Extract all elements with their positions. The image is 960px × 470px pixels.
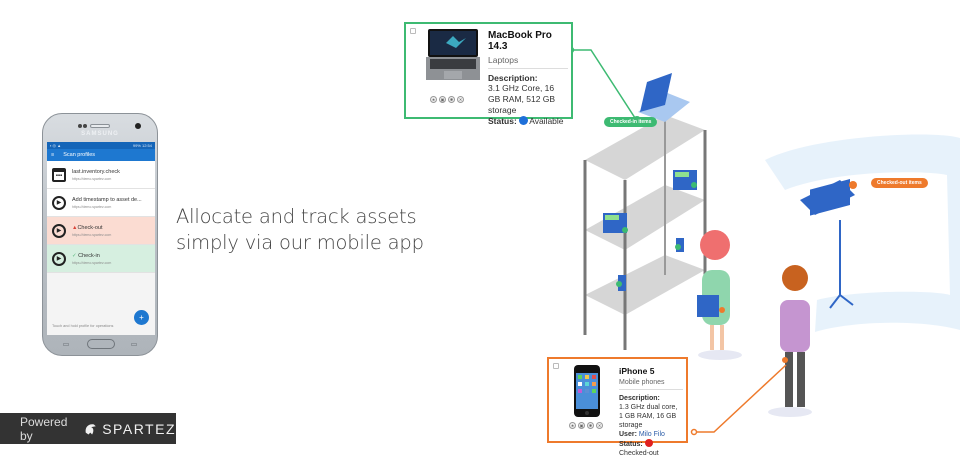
front-camera xyxy=(135,123,141,129)
status-time: 12:54 xyxy=(141,143,152,148)
close-icon[interactable]: ✕ xyxy=(596,422,603,429)
man-figure xyxy=(768,265,812,417)
profile-item-checkout[interactable]: ▶ ▲Check-out https://demo.spartez.com xyxy=(47,217,155,245)
status-right: 99% 12:54 xyxy=(132,143,152,148)
profile-item[interactable]: ▶ Add timestamp to asset de... https://d… xyxy=(47,189,155,217)
shelf-unit xyxy=(583,115,707,350)
tracking-ring xyxy=(765,134,960,332)
status-value: Checked-out xyxy=(619,450,659,457)
phone-screen: ▪ ◎ ▲ 99% 12:54 ≡ Scan profiles ▪▪▪ last… xyxy=(47,142,155,335)
card-actions: ★ ▣ ✱ ✕ xyxy=(569,422,603,429)
asset-description: 1.3 GHz dual core, 1 GB RAM, 16 GB stora… xyxy=(619,404,678,429)
user-row: User: Milo Filo xyxy=(619,430,683,439)
home-button xyxy=(87,339,115,349)
powered-by-badge[interactable]: Powered by SPARTEZ xyxy=(0,413,176,444)
camera-figure xyxy=(673,170,697,190)
status-label: Status: xyxy=(488,116,517,126)
phone-mockup: SAMSUNG ▪ ◎ ▲ 99% 12:54 ≡ Scan profiles … xyxy=(42,113,158,356)
select-checkbox[interactable] xyxy=(410,28,416,34)
phone-thumbnail xyxy=(574,365,600,417)
profile-url: https://demo.spartez.com xyxy=(72,176,112,181)
asset-description: 3.1 GHz Core, 16 GB RAM, 512 GB storage xyxy=(488,83,556,115)
gear-icon[interactable]: ✱ xyxy=(448,96,455,103)
close-icon[interactable]: ✕ xyxy=(457,96,464,103)
profile-item-checkin[interactable]: ▶ ✓ Check-in https://demo.spartez.com xyxy=(47,245,155,273)
select-checkbox[interactable] xyxy=(553,363,559,369)
profile-title: Check-in xyxy=(78,252,100,259)
checked-in-tag: Checked-in items xyxy=(604,117,658,127)
headline-line-2: simply via our mobile app xyxy=(176,231,424,254)
phone-speaker xyxy=(90,124,110,128)
profile-title: Add timestamp to asset de... xyxy=(72,196,142,203)
description-label: Description: xyxy=(619,395,660,402)
play-icon: ▶ xyxy=(52,223,66,238)
user-link[interactable]: Milo Filo xyxy=(638,431,665,438)
status-value: Available xyxy=(529,116,564,126)
back-key xyxy=(131,343,137,346)
asset-title[interactable]: iPhone 5 xyxy=(619,366,655,376)
asset-card-macbook[interactable]: ★ ▣ ✱ ✕ MacBook Pro 14.3 Laptops Descrip… xyxy=(404,22,573,126)
calendar-icon: ▪▪▪ xyxy=(52,167,66,182)
tripod-camera xyxy=(800,178,857,309)
copy-icon[interactable]: ▣ xyxy=(578,422,585,429)
woman-figure xyxy=(697,230,742,360)
checked-out-tag: Checked-out items xyxy=(871,178,928,188)
asset-category: Laptops xyxy=(488,55,568,69)
profile-url: https://demo.spartez.com xyxy=(72,260,112,265)
sensor-dot xyxy=(83,124,87,128)
description-label: Description: xyxy=(488,73,538,83)
asset-card-iphone[interactable]: ★ ▣ ✱ ✕ iPhone 5 Mobile phones Descripti… xyxy=(547,357,688,457)
phone-figure xyxy=(618,275,626,291)
check-icon: ✓ xyxy=(72,252,77,259)
profile-title: last.inventory.check xyxy=(72,168,120,175)
profile-url: https://demo.spartez.com xyxy=(72,204,112,209)
spartez-logo-text: SPARTEZ xyxy=(102,420,176,437)
sensor-dot xyxy=(78,124,82,128)
camera-figure xyxy=(603,213,628,233)
menu-icon[interactable]: ≡ xyxy=(51,152,55,158)
inventory-illustration xyxy=(583,73,960,417)
status-row: Status: Checked-out xyxy=(619,439,683,458)
star-icon[interactable]: ★ xyxy=(569,422,576,429)
star-icon[interactable]: ★ xyxy=(430,96,437,103)
profile-item[interactable]: ▪▪▪ last.inventory.check https://demo.sp… xyxy=(47,161,155,189)
gear-icon[interactable]: ✱ xyxy=(587,422,594,429)
status-row: Status: Available xyxy=(488,116,568,127)
user-label: User: xyxy=(619,431,637,438)
profile-url: https://demo.spartez.com xyxy=(72,232,112,237)
profile-title: Check-out xyxy=(77,224,103,231)
headline: Allocate and track assets simply via our… xyxy=(176,204,424,256)
app-title: Scan profiles xyxy=(63,152,96,158)
copy-icon[interactable]: ▣ xyxy=(439,96,446,103)
status-label: Status: xyxy=(619,441,643,448)
spartan-helmet-icon xyxy=(85,423,96,434)
powered-by-text: Powered by xyxy=(20,414,68,443)
status-bar: ▪ ◎ ▲ 99% 12:54 xyxy=(47,142,155,149)
asset-category: Mobile phones xyxy=(619,379,683,390)
app-bar: ≡ Scan profiles xyxy=(47,149,155,161)
notification-icons: ▪ ◎ ▲ xyxy=(50,143,62,148)
card-actions: ★ ▣ ✱ ✕ xyxy=(430,96,464,103)
headline-line-1: Allocate and track assets xyxy=(176,205,417,228)
recent-apps-key xyxy=(63,343,69,346)
play-icon: ▶ xyxy=(52,251,66,266)
status-dot-icon xyxy=(519,116,529,125)
play-icon: ▶ xyxy=(52,195,66,210)
asset-title[interactable]: MacBook Pro 14.3 xyxy=(488,30,552,52)
laptop-thumbnail xyxy=(426,29,480,80)
phone-brand: SAMSUNG xyxy=(81,131,119,137)
hint-text: Touch and hold profile for operations xyxy=(52,324,114,328)
add-profile-button[interactable]: + xyxy=(134,310,149,325)
status-dot-icon xyxy=(644,439,653,447)
